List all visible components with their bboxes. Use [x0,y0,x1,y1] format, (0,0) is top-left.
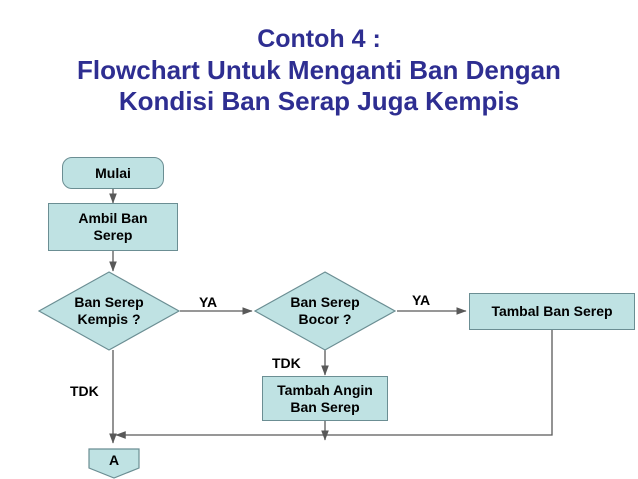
node-decision-leak-label-line1: Ban Serep [290,294,360,310]
node-decision-leak-label: Ban Serep Bocor ? [254,271,396,351]
node-decision-flat-label: Ban Serep Kempis ? [38,271,180,351]
edge-label-tdk-mid: TDK [272,355,301,371]
node-start-label: Mulai [95,164,131,181]
node-take-spare[interactable]: Ambil Ban Serep [48,203,178,251]
title-line-1: Contoh 4 : [257,25,381,53]
node-connector-a-label: A [108,452,120,468]
node-decision-leak-label-line2: Bocor ? [298,311,352,327]
node-inflate-spare-label-line2: Ban Serep [290,398,360,415]
title-line-3: Kondisi Ban Serap Juga Kempis [118,86,520,116]
node-start[interactable]: Mulai [62,157,164,189]
decision-leak-shape [254,271,396,351]
node-patch-spare[interactable]: Tambal Ban Serep [469,293,635,330]
connector-a-shape [88,448,140,479]
node-take-spare-label-line2: Serep [93,227,133,243]
node-inflate-spare-label-line1: Tambah Angin [277,381,373,398]
edge-label-tdk-left: TDK [70,383,99,399]
edge-patch-to-bus [115,330,553,439]
node-take-spare-label-line1: Ambil Ban [78,210,148,226]
node-decision-flat-label-line1: Ban Serep [74,294,144,310]
edge-label-ya-1: YA [199,294,218,310]
edge-label-ya-2: YA [412,292,431,308]
node-connector-a[interactable]: A [88,448,140,479]
node-decision-flat-label-line2: Kempis ? [77,311,141,327]
decision-flat-shape [38,271,180,351]
title-line-2: Flowchart Untuk Menganti Ban Dengan [77,55,561,85]
node-decision-leak[interactable]: Ban Serep Bocor ? [254,271,396,351]
node-inflate-spare[interactable]: Tambah Angin Ban Serep [262,376,388,421]
page-title: Contoh 4 : Flowchart Untuk Menganti Ban … [0,24,638,117]
node-patch-spare-label: Tambal Ban Serep [491,303,613,319]
node-decision-flat[interactable]: Ban Serep Kempis ? [38,271,180,351]
